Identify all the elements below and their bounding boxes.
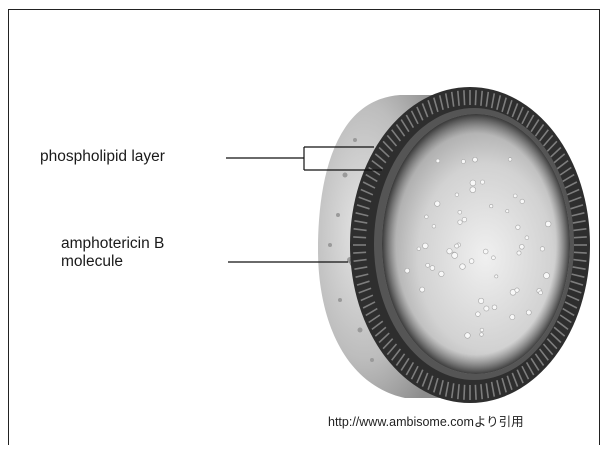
interior-dot xyxy=(461,160,465,164)
interior-dot xyxy=(432,225,436,229)
interior-dot xyxy=(480,328,484,332)
bilayer-tick xyxy=(475,90,476,105)
interior-dot xyxy=(426,263,430,267)
amphotericin-label: amphotericin B molecule xyxy=(61,235,164,271)
interior-dot xyxy=(492,256,496,260)
interior-dot xyxy=(439,271,444,276)
interior-dot xyxy=(470,187,476,193)
interior-dot xyxy=(447,249,452,254)
source-citation: http://www.ambisome.comより引用 xyxy=(328,413,524,431)
interior-dot xyxy=(470,180,476,186)
interior-dot xyxy=(480,180,484,184)
interior-dot xyxy=(465,333,471,339)
interior-dot xyxy=(519,244,524,249)
bilayer-tick xyxy=(574,237,587,238)
interior-dot xyxy=(545,221,551,227)
bilayer-tick xyxy=(353,237,366,238)
interior-dot xyxy=(539,291,543,295)
interior-dot xyxy=(430,266,435,271)
interior-dot xyxy=(473,157,478,162)
interior-dot xyxy=(405,268,410,273)
interior-dot xyxy=(425,215,429,219)
interior-dot xyxy=(417,247,421,251)
interior-dot xyxy=(517,251,521,255)
interior-dot xyxy=(455,244,459,248)
interior-dot xyxy=(484,306,489,311)
interior-dot xyxy=(492,305,497,310)
interior-dot xyxy=(458,210,462,214)
interior-dot xyxy=(508,158,512,162)
interior-dot xyxy=(452,252,458,258)
interior-dot xyxy=(513,194,517,198)
interior-dot xyxy=(526,310,531,315)
amphotericin-label-line2: molecule xyxy=(61,253,164,271)
bilayer-tick xyxy=(475,385,476,400)
interior-dot xyxy=(476,312,481,317)
interior-dot xyxy=(458,220,462,224)
interior-dot xyxy=(540,247,544,251)
interior-dot xyxy=(490,204,493,207)
interior-dot xyxy=(455,193,459,197)
interior-dot xyxy=(516,225,520,229)
interior-dot xyxy=(480,333,484,337)
interior-dot xyxy=(460,264,466,270)
interior-dot xyxy=(462,217,467,222)
interior-dot xyxy=(544,273,550,279)
bilayer-tick xyxy=(574,252,587,253)
interior-dot xyxy=(510,315,515,320)
interior-dot xyxy=(478,298,483,303)
interior-dot xyxy=(423,243,429,249)
interior-dot xyxy=(483,249,488,254)
interior-dot xyxy=(525,236,529,240)
interior-dot xyxy=(495,275,498,278)
interior-dot xyxy=(520,199,524,203)
phospholipid-layer-label: phospholipid layer xyxy=(40,148,165,166)
interior-dot xyxy=(469,259,474,264)
bilayer-tick xyxy=(464,385,465,400)
interior-dot xyxy=(436,159,440,163)
bilayer-tick xyxy=(353,252,366,253)
amphotericin-label-line1: amphotericin B xyxy=(61,235,164,253)
interior-dot xyxy=(506,210,509,213)
interior-dot xyxy=(420,287,425,292)
bilayer-tick xyxy=(464,90,465,105)
interior-dot xyxy=(435,201,440,206)
interior-dot xyxy=(515,288,519,292)
